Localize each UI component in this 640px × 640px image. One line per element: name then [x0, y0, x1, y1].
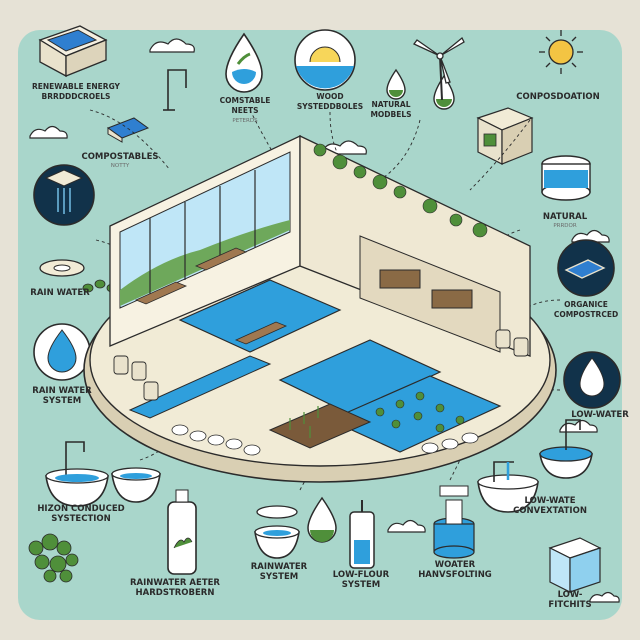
cloud-icon	[149, 38, 195, 53]
faucet-icon	[163, 69, 187, 111]
sun-icon	[294, 29, 356, 91]
water-tank-icon	[548, 537, 602, 593]
wind-turbine-icon	[412, 36, 465, 101]
label-low-fitchits: LOW-FITCHITS	[548, 590, 592, 610]
water-drop-icon	[563, 351, 621, 409]
cloud-icon	[321, 140, 367, 155]
filter-icon	[39, 259, 118, 293]
eco-building-illustration	[83, 134, 557, 483]
solar-panel-icon	[38, 25, 108, 78]
sub-compostables: NOTTY	[110, 163, 130, 169]
bowl-icon	[111, 467, 161, 503]
sub-natural: PRRDOR	[553, 223, 577, 229]
water-drop-icon	[307, 496, 337, 543]
plant-icon	[28, 533, 79, 583]
water-drop-icon	[433, 74, 455, 110]
label-compostables: COMPOSTABLES	[81, 152, 159, 162]
toilet-icon	[539, 419, 593, 479]
cloud-icon	[559, 419, 598, 433]
shower-icon	[33, 164, 95, 226]
water-tank-icon	[541, 155, 591, 201]
solar-panel-icon	[557, 239, 615, 297]
label-rain-water: RAIN WATER	[30, 288, 90, 298]
water-tank-icon	[433, 485, 475, 559]
sink-icon	[477, 461, 539, 513]
solar-panel-icon	[106, 117, 150, 143]
label-natural: NATURAL	[542, 212, 588, 222]
compost-station-icon	[476, 107, 534, 165]
water-drop-icon	[386, 68, 406, 100]
water-drop-icon	[225, 32, 263, 93]
sun-icon	[539, 30, 583, 74]
filter-icon	[254, 505, 300, 559]
cloud-icon	[571, 229, 610, 243]
sink-icon	[45, 441, 109, 507]
cloud-icon	[387, 519, 426, 533]
water-tank-icon	[349, 500, 375, 569]
label-composition: CONPOSDOATION	[516, 92, 600, 102]
bottle-icon	[167, 489, 197, 575]
cloud-icon	[29, 125, 68, 139]
cloud-icon	[589, 591, 620, 603]
water-drop-icon	[33, 323, 91, 381]
sub-potable: PETERDS	[232, 118, 258, 124]
label-low-water: LOW-WATER	[571, 410, 629, 420]
